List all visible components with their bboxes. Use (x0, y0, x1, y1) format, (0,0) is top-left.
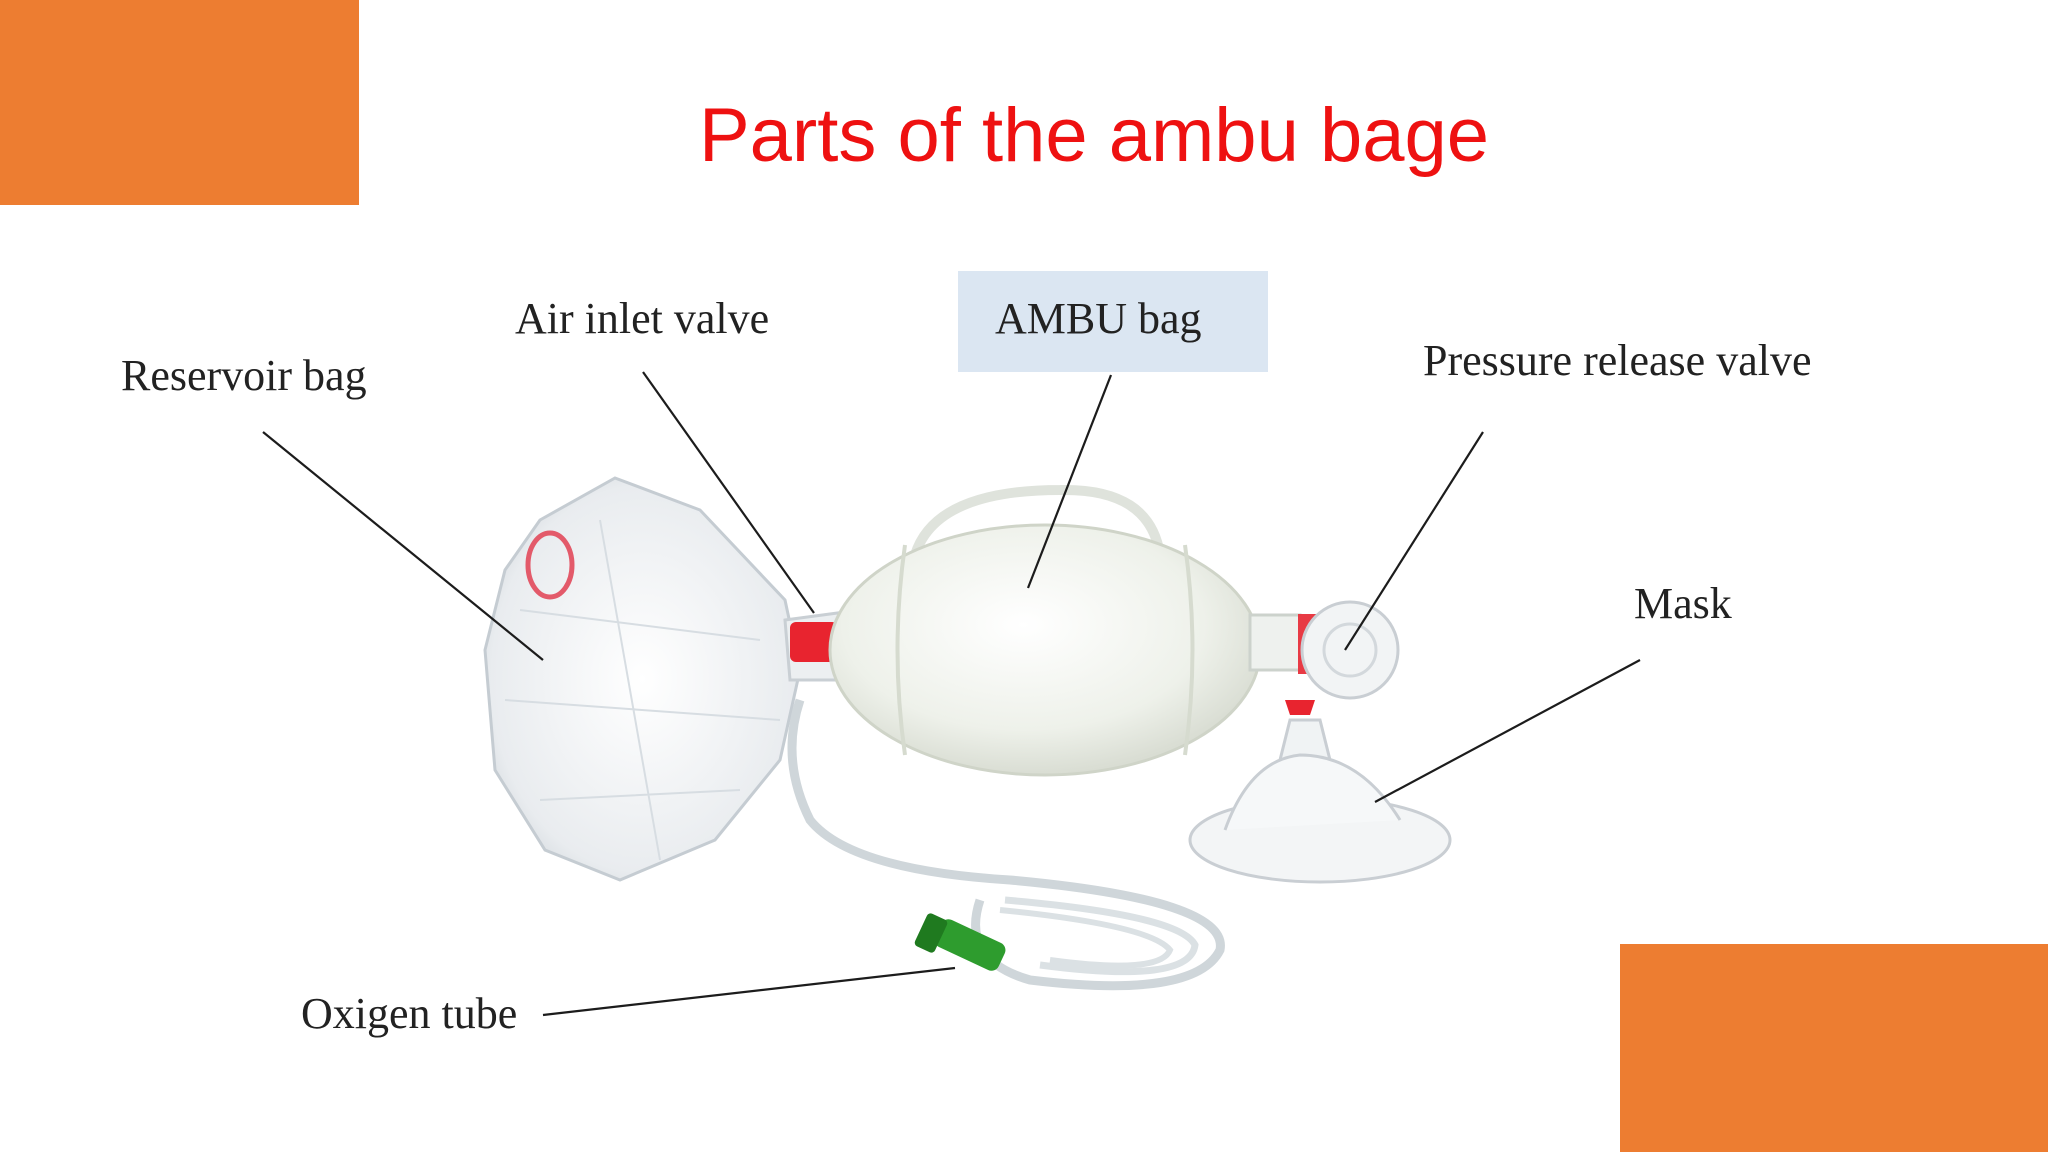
ambu-bag-label-box (958, 271, 1268, 372)
oxygen-connector (934, 919, 1006, 971)
oxygen-tubing (787, 698, 1225, 991)
corner-accent-top-left (0, 0, 359, 205)
ambu-bag-shape (828, 523, 1262, 777)
label-oxygen-tube: Oxigen tube (301, 989, 517, 1038)
device-illustration (483, 476, 1452, 991)
label-mask: Mask (1634, 579, 1732, 628)
pressure-release-valve-part (1300, 600, 1400, 700)
bag-handle (910, 484, 1165, 557)
leader-line-air-inlet-valve (642, 371, 815, 614)
label-ambu-bag: AMBU bag (995, 294, 1202, 343)
leader-line-ambu-bag (1026, 374, 1113, 589)
leader-line-reservoir-bag (262, 431, 544, 661)
label-air-inlet-valve: Air inlet valve (515, 294, 769, 343)
leader-line-pressure-release-valve (1344, 431, 1484, 651)
leader-line-mask (1374, 659, 1641, 803)
reservoir-bag-shape (483, 476, 802, 882)
reservoir-valve-ring (525, 530, 575, 600)
slide-title: Parts of the ambu bage (698, 93, 1490, 178)
air-inlet-valve-part (790, 622, 838, 662)
corner-accent-bottom-right (1620, 944, 2048, 1152)
label-pressure-release-valve: Pressure release valve (1423, 336, 1811, 385)
label-reservoir-bag: Reservoir bag (121, 351, 367, 400)
leader-line-oxygen-tube (542, 966, 956, 1017)
